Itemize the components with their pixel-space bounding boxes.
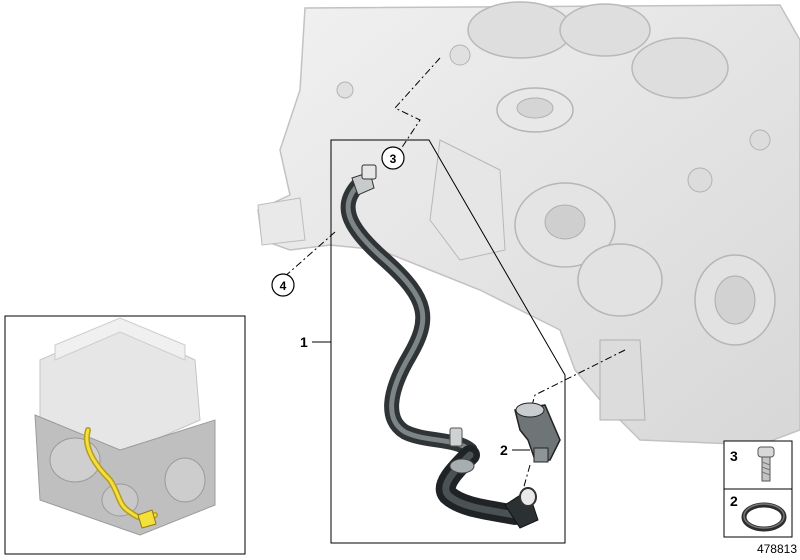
callout-4[interactable]: 4: [271, 273, 295, 297]
vent-hose: [340, 164, 539, 529]
group-frame: [330, 139, 566, 544]
o-ring-icon: [741, 502, 787, 532]
elbow-connector: [514, 402, 561, 463]
legend-item-2[interactable]: 2: [730, 493, 787, 532]
legend-item-3[interactable]: 3: [730, 446, 775, 482]
callout-2-label: 2: [500, 442, 508, 458]
callout-3-label: 3: [390, 152, 397, 166]
overview-inset: [4, 315, 246, 555]
engine-block-illustration: [257, 1, 800, 446]
callout-2[interactable]: 2: [500, 442, 530, 458]
legend-item-3-label: 3: [730, 448, 738, 464]
part-number: 478813: [757, 542, 797, 556]
legend-item-2-label: 2: [730, 493, 738, 509]
callout-1-label: 1: [300, 334, 308, 350]
screw-icon: [757, 446, 775, 482]
callout-4-label: 4: [280, 279, 287, 293]
legend-box: 3 2: [723, 440, 793, 538]
callout-3[interactable]: 3: [381, 146, 405, 170]
leader-lines: [282, 57, 626, 491]
callout-1[interactable]: 1: [300, 334, 331, 350]
